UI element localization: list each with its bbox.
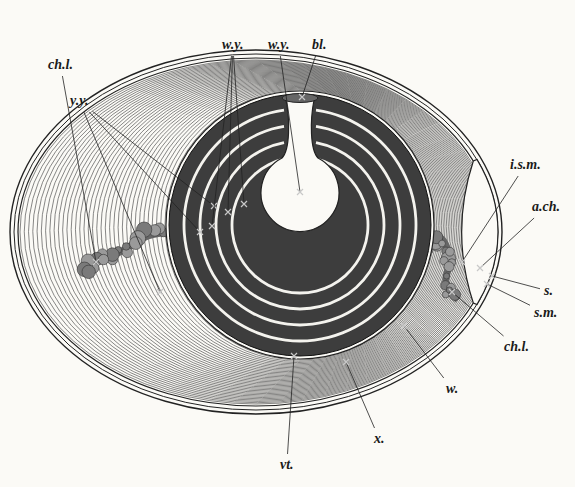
part-label: w.y. — [222, 38, 244, 52]
part-label: x. — [374, 432, 385, 446]
part-label: w. — [446, 382, 458, 396]
part-label: bl. — [312, 38, 326, 52]
part-label: i.s.m. — [510, 158, 541, 172]
yolk — [166, 91, 434, 359]
part-label: ch.l. — [48, 58, 73, 72]
air-chamber — [462, 159, 498, 304]
part-label: vt. — [280, 458, 294, 472]
part-label: s. — [544, 284, 553, 298]
blastoderm — [282, 94, 318, 103]
albumen — [20, 60, 492, 404]
part-label: y.y. — [70, 94, 88, 108]
part-label: w.y. — [268, 38, 290, 52]
left-chalaza — [77, 222, 175, 279]
part-label: s.m. — [534, 306, 557, 320]
leader-lines — [62, 56, 540, 454]
part-label: a.ch. — [532, 200, 560, 214]
shell — [10, 50, 502, 414]
part-label: ch.l. — [504, 340, 529, 354]
latebra — [261, 100, 339, 232]
